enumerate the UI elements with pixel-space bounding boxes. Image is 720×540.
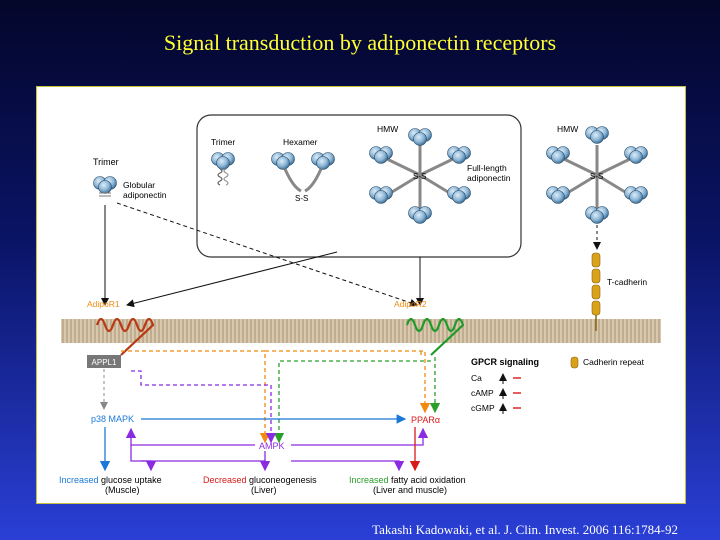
ampk-label: AMPK (259, 441, 285, 451)
tcad-ss-label: S-S (590, 172, 603, 181)
globular-trimer-icon (93, 176, 117, 197)
fulllength-label-2: adiponectin (467, 173, 511, 183)
trimer-left-label: Trimer (93, 157, 119, 167)
p38-label: p38 MAPK (91, 414, 134, 424)
box-hmw-icon (369, 128, 471, 224)
box-hexamer-icon (271, 152, 335, 193)
outcome-fao: Increased fatty acid oxidation (349, 475, 466, 485)
hmw-ss-label: S-S (413, 172, 426, 181)
ampk-to-p38-arrow (125, 427, 255, 446)
ampk-to-ppar-arrow (291, 427, 429, 446)
gpcr-row-camp: cAMP (471, 388, 494, 398)
outcome-gluconeo: Decreased gluconeogenesis (203, 475, 317, 485)
adipor2-receptor (405, 317, 465, 356)
r1-to-ampk-path (121, 350, 271, 444)
globular-to-r2-arrow (116, 202, 418, 307)
ampk-to-fao-arrow (291, 460, 405, 472)
ppar-label: PPARα (411, 415, 440, 425)
box-trimer-label: Trimer (211, 137, 235, 147)
outcome-glucose: Increased glucose uptake (59, 475, 162, 485)
hexamer-ss-label: S-S (295, 194, 308, 203)
slide-title: Signal transduction by adiponectin recep… (163, 30, 557, 55)
pathway-diagram: Trimer Globular adiponectin Trimer Hexam… (59, 114, 661, 495)
gpcr-row-cgmp: cGMP (471, 403, 495, 413)
tcadherin-label: T-cadherin (607, 277, 647, 287)
box-hmw-label: HMW (377, 124, 398, 134)
fulllength-label-1: Full-length (467, 163, 507, 173)
oligomer-box (196, 114, 522, 258)
gpcr-updown-arrows (499, 373, 521, 414)
adipor1-label: AdipoR1 (87, 299, 120, 309)
cadherin-repeat-icon (570, 356, 579, 369)
outcome-fao-tissue: (Liver and muscle) (373, 485, 447, 495)
box-hexamer-label: Hexamer (283, 137, 318, 147)
adipor2-label: AdipoR2 (394, 299, 427, 309)
cell-membrane (61, 319, 661, 343)
citation: Takashi Kadowaki, et al. J. Clin. Invest… (372, 522, 678, 537)
pathway-figure: Trimer Globular adiponectin Trimer Hexam… (36, 86, 686, 504)
r2-to-ampk-path (273, 360, 431, 444)
globular-label-1: Globular (123, 180, 155, 190)
tcadherin-stack (591, 252, 601, 331)
gpcr-row-ca: Ca (471, 373, 482, 383)
box-to-r1-arrow (126, 251, 338, 308)
r1-to-ampk-purple-path (131, 370, 277, 444)
cadherin-repeat-label: Cadherin repeat (583, 357, 645, 367)
ampk-to-glucose-arrow (141, 460, 157, 472)
outcome-glucose-tissue: (Muscle) (105, 485, 140, 495)
globular-label-2: adiponectin (123, 190, 167, 200)
r1-to-ppar-path (265, 350, 431, 414)
tcad-hmw-label: HMW (557, 124, 578, 134)
gpcr-title: GPCR signaling (471, 357, 539, 367)
box-trimer-icon (211, 152, 235, 186)
outcome-gluconeo-tissue: (Liver) (251, 485, 277, 495)
adipor1-receptor (95, 317, 155, 356)
appl1-badge (87, 355, 121, 368)
tcad-hmw-icon (546, 126, 648, 224)
appl1-label: APPL1 (92, 358, 117, 367)
